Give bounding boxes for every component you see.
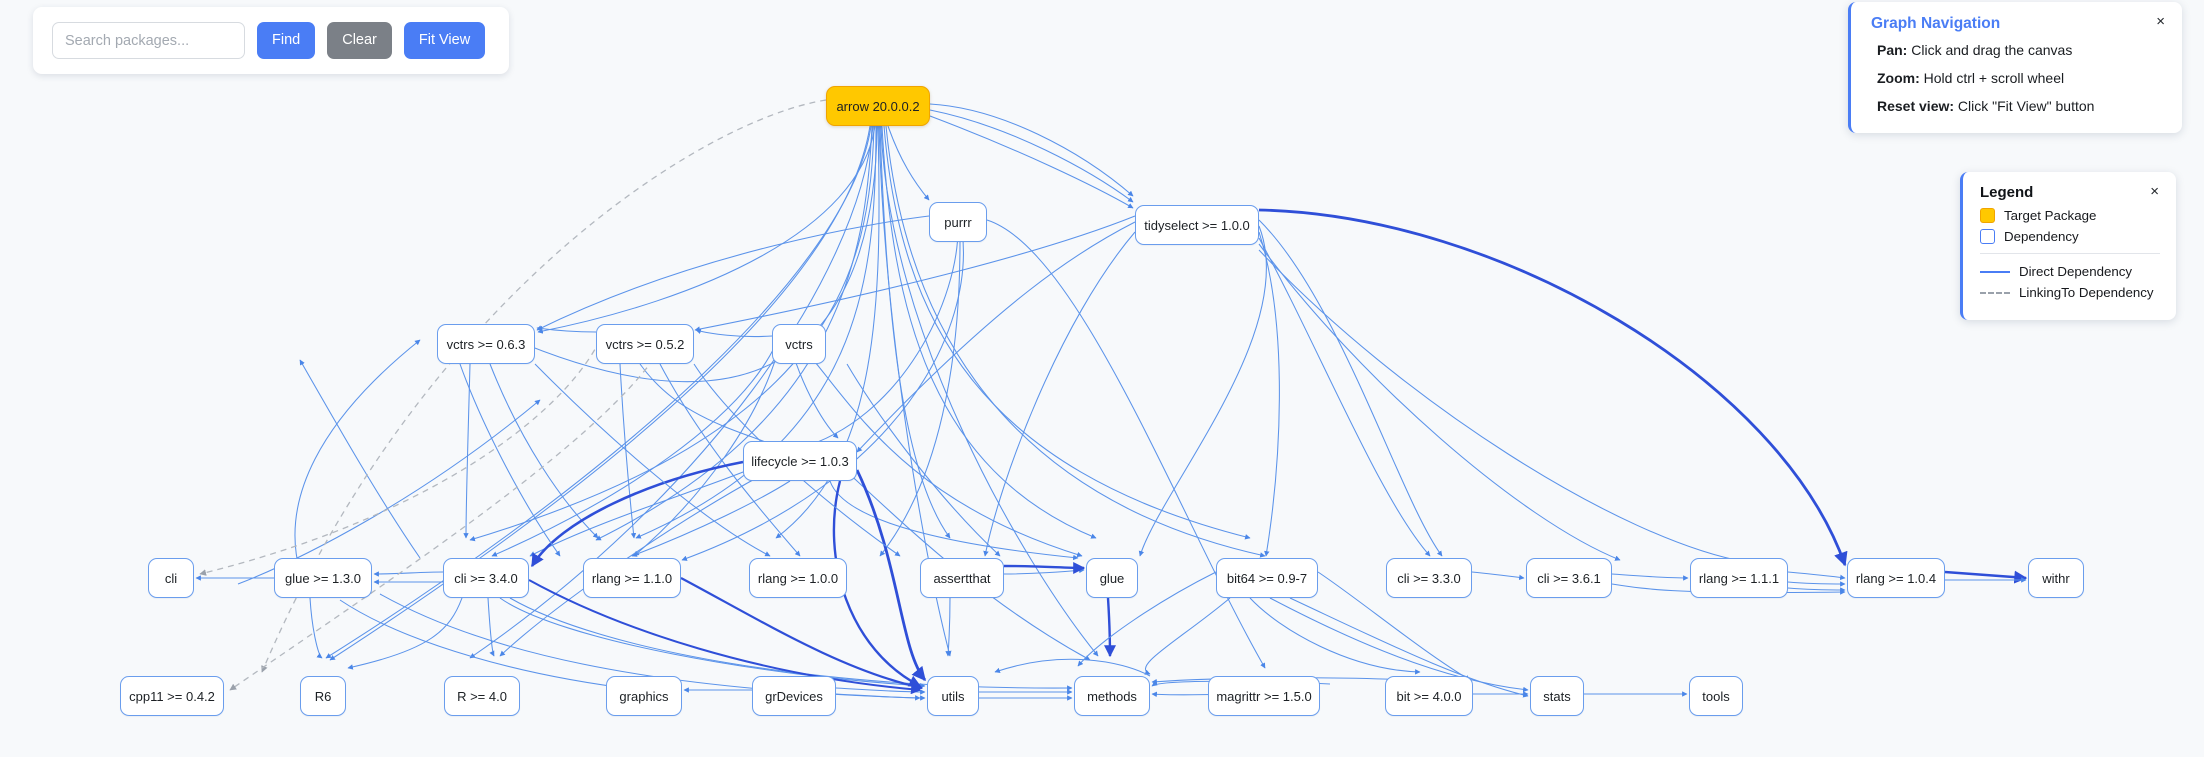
graph-node-cli361[interactable]: cli >= 3.6.1 [1526,558,1612,598]
graph-node-label: rlang >= 1.1.1 [1698,570,1780,586]
graph-node-cpp11[interactable]: cpp11 >= 0.4.2 [120,676,224,716]
graph-node-bit64[interactable]: bit64 >= 0.9-7 [1216,558,1318,598]
graph-node-cli340[interactable]: cli >= 3.4.0 [443,558,529,598]
graph-node-label: bit64 >= 0.9-7 [1226,570,1308,586]
solid-line-icon [1980,270,2010,273]
legend-panel: × Legend Target Package Dependency Direc… [1960,172,2176,320]
graph-node-label: magrittr >= 1.5.0 [1216,688,1312,704]
graph-node-label: cli >= 3.6.1 [1537,570,1601,586]
graph-node-label: tidyselect >= 1.0.0 [1144,217,1250,233]
fit-view-button[interactable]: Fit View [403,22,486,59]
graph-node-rlang111[interactable]: rlang >= 1.1.1 [1690,558,1788,598]
search-toolbar: Find Clear Fit View [33,7,509,74]
nav-hint-zoom: Zoom: Hold ctrl + scroll wheel [1877,69,2162,88]
find-button[interactable]: Find [257,22,316,59]
graph-node-withr[interactable]: withr [2028,558,2084,598]
graph-node-tidyselect[interactable]: tidyselect >= 1.0.0 [1135,205,1259,245]
graph-node-assertthat[interactable]: assertthat [920,558,1004,598]
graph-node-label: lifecycle >= 1.0.3 [751,453,849,469]
graph-node-label: rlang >= 1.1.0 [591,570,673,586]
legend-item-target-package: Target Package [1980,208,2160,223]
nav-panel-title: Graph Navigation [1871,15,2001,32]
graph-node-label: cli >= 3.3.0 [1397,570,1461,586]
graph-node-vctrs063[interactable]: vctrs >= 0.6.3 [437,324,535,364]
graph-node-glue130[interactable]: glue >= 1.3.0 [274,558,372,598]
graph-node-glue[interactable]: glue [1086,558,1138,598]
graph-node-label: vctrs >= 0.6.3 [446,336,526,352]
nav-hint-pan-term: Pan: [1877,42,1908,58]
graph-node-grDevices[interactable]: grDevices [752,676,836,716]
close-icon[interactable]: × [2152,12,2169,31]
legend-label-linkingto-dependency: LinkingTo Dependency [2019,285,2154,300]
graph-node-label: cpp11 >= 0.4.2 [129,688,215,704]
graph-navigation-panel: × Graph Navigation Pan: Click and drag t… [1848,2,2182,133]
graph-node-label: purrr [944,214,972,230]
graph-node-label: cli [164,570,178,586]
graph-node-label: assertthat [933,570,991,586]
legend-label-dependency: Dependency [2004,229,2079,244]
graph-node-R40[interactable]: R >= 4.0 [444,676,520,716]
legend-label-target-package: Target Package [2004,208,2097,223]
legend-item-linkingto-dependency: LinkingTo Dependency [1980,285,2160,300]
search-input[interactable] [52,22,245,59]
graph-node-cli330[interactable]: cli >= 3.3.0 [1386,558,1472,598]
nav-hint-reset: Reset view: Click "Fit View" button [1877,97,2162,116]
nav-hint-zoom-desc: Hold ctrl + scroll wheel [1919,69,2065,86]
graph-node-arrow[interactable]: arrow 20.0.0.2 [826,86,930,126]
graph-node-label: utils [941,688,965,704]
graph-node-lifecycle[interactable]: lifecycle >= 1.0.3 [743,441,857,481]
graph-node-label: graphics [619,688,669,704]
close-icon[interactable]: × [2146,182,2163,201]
graph-node-label: grDevices [765,688,823,704]
graph-node-graphics[interactable]: graphics [606,676,682,716]
clear-button[interactable]: Clear [327,22,392,59]
graph-node-stats[interactable]: stats [1530,676,1584,716]
graph-node-rlang100[interactable]: rlang >= 1.0.0 [749,558,847,598]
graph-node-label: glue >= 1.3.0 [285,570,361,586]
graph-node-vctrs[interactable]: vctrs [772,324,826,364]
graph-node-label: withr [2042,570,2070,586]
legend-item-dependency: Dependency [1980,229,2160,244]
graph-node-tools[interactable]: tools [1689,676,1743,716]
graph-node-label: R >= 4.0 [457,688,507,704]
nav-hint-zoom-term: Zoom: [1877,69,1920,86]
graph-node-label: methods [1087,688,1137,704]
dashed-line-icon [1980,291,2010,294]
graph-node-label: glue [1099,570,1125,586]
graph-node-label: rlang >= 1.0.0 [757,570,839,586]
legend-divider [1980,253,2160,254]
graph-node-label: arrow 20.0.0.2 [836,98,920,114]
graph-node-methods[interactable]: methods [1074,676,1150,716]
graph-node-rlang104[interactable]: rlang >= 1.0.4 [1847,558,1945,598]
nav-hint-pan: Pan: Click and drag the canvas [1877,41,2162,60]
dependency-swatch-icon [1980,229,1995,244]
graph-node-bit400[interactable]: bit >= 4.0.0 [1385,676,1473,716]
nav-hint-reset-term: Reset view: [1877,97,1955,114]
graph-node-cli[interactable]: cli [148,558,194,598]
graph-node-label: vctrs [785,336,813,352]
graph-node-label: bit >= 4.0.0 [1396,688,1462,704]
graph-node-rlang110[interactable]: rlang >= 1.1.0 [583,558,681,598]
nav-hint-pan-desc: Click and drag the canvas [1907,42,2073,58]
graph-node-magrittr[interactable]: magrittr >= 1.5.0 [1208,676,1320,716]
graph-node-R6[interactable]: R6 [300,676,346,716]
graph-node-label: tools [1702,688,1730,704]
graph-node-label: R6 [314,688,332,704]
graph-node-vctrs052[interactable]: vctrs >= 0.5.2 [596,324,694,364]
target-package-swatch-icon [1980,208,1995,223]
legend-label-direct-dependency: Direct Dependency [2019,264,2133,279]
graph-node-utils[interactable]: utils [927,676,979,716]
nav-hint-reset-desc: Click "Fit View" button [1954,97,2095,114]
legend-item-direct-dependency: Direct Dependency [1980,264,2160,279]
graph-node-label: cli >= 3.4.0 [454,570,518,586]
graph-node-label: stats [1543,688,1571,704]
graph-node-label: rlang >= 1.0.4 [1855,570,1937,586]
graph-node-label: vctrs >= 0.5.2 [605,336,685,352]
graph-node-purrr[interactable]: purrr [929,202,987,242]
legend-title: Legend [1980,184,2034,201]
